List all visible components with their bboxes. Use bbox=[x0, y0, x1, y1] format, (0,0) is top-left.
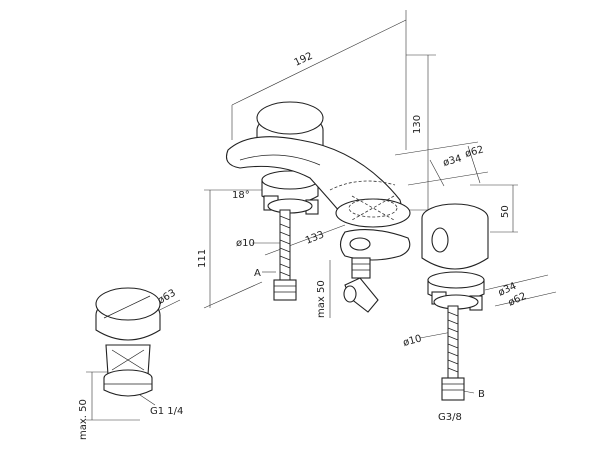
spout bbox=[225, 136, 411, 228]
dim-height-spout: 130 bbox=[412, 115, 423, 134]
dim-handle-angle: 18° bbox=[232, 190, 250, 201]
dim-dia-10-right: ø10 bbox=[402, 333, 423, 349]
dim-dia-10-left: ø10 bbox=[236, 238, 255, 249]
dim-height-total: 111 bbox=[197, 249, 208, 268]
label-point-a: A bbox=[254, 268, 261, 279]
waste-drain bbox=[95, 287, 161, 397]
right-hose bbox=[441, 305, 465, 401]
center-body bbox=[339, 229, 411, 313]
left-hose bbox=[273, 209, 297, 301]
dim-handle-height: 50 bbox=[500, 205, 511, 218]
dim-dia-62-top: ø62 bbox=[464, 144, 485, 160]
right-handle bbox=[421, 203, 489, 311]
dim-body-max: max 50 bbox=[316, 280, 327, 318]
dim-dia-34-top: ø34 bbox=[442, 153, 463, 169]
dim-spout-reach: 133 bbox=[304, 229, 326, 246]
label-point-b: B bbox=[478, 389, 485, 400]
dim-conn-thread: G3/8 bbox=[438, 412, 462, 423]
dim-dia-63-waste: ø63 bbox=[156, 288, 178, 307]
dim-waste-max: max. 50 bbox=[78, 399, 89, 440]
dim-waste-thread: G1 1/4 bbox=[150, 406, 183, 417]
